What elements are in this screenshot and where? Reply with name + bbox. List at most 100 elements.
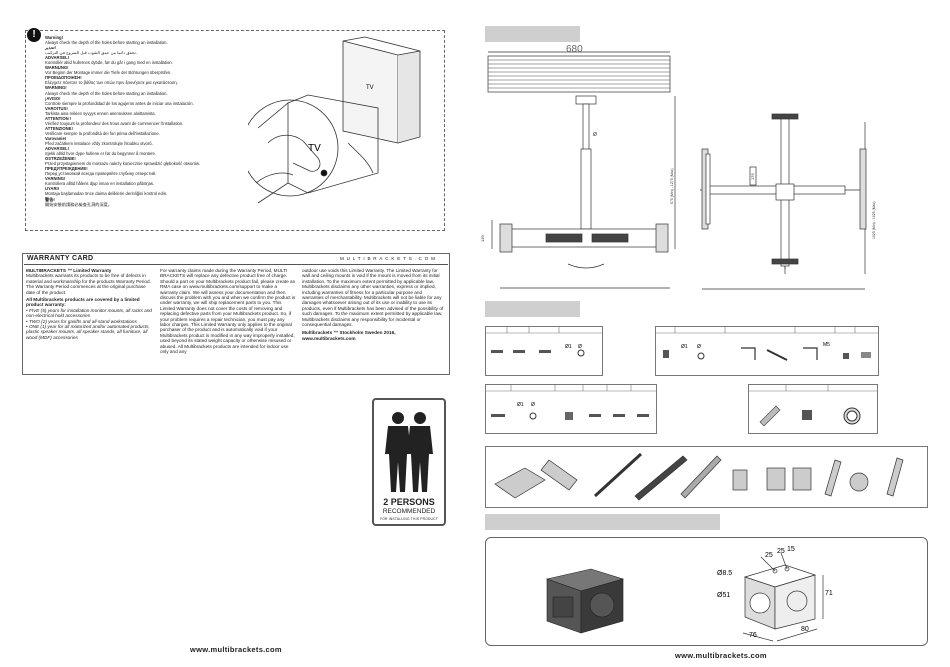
warning-heading: ΠΡΟΕΙΔΟΠΟΙΗΣΗ! xyxy=(45,75,82,81)
parts-table-1 xyxy=(485,326,603,376)
dim-76: 76 xyxy=(749,632,757,639)
warning-line: Kontrollér altid hullernes dybde, før du… xyxy=(45,60,173,66)
dim-80: 80 xyxy=(801,626,809,633)
warning-heading: WARNUNG! xyxy=(45,65,69,71)
two-persons-icon xyxy=(385,412,433,492)
tv-label-small: TV xyxy=(366,85,374,91)
warning-heading: Varovanie! xyxy=(45,135,67,141)
warning-heading: ADVARSEL! xyxy=(45,146,70,152)
persons-subtitle: RECOMMENDED xyxy=(382,508,436,515)
warning-line: Vérifiez toujours la profondeur des trou… xyxy=(45,120,184,126)
section-header-dimensions xyxy=(485,26,580,42)
two-persons-badge xyxy=(372,398,446,526)
warning-line: 開始安裝前請務必檢查孔洞的深度。 xyxy=(45,201,113,207)
warranty-paragraph: outdoor use voids this Limited Warranty.… xyxy=(302,268,444,328)
warning-heading: تحذير! xyxy=(45,45,56,51)
parts-table-4-icons xyxy=(748,384,878,427)
warranty-url: www.multibrackets.com xyxy=(302,335,356,341)
dimension-drawing: 680 139 675 (Min) - 1275 (Max) Ø 1025 (M… xyxy=(480,44,876,290)
parts-table-3 xyxy=(485,384,657,434)
divider xyxy=(24,264,448,265)
warning-line: Vor Beginn der Montage immer die Tiefe d… xyxy=(45,70,172,76)
section-header-parts xyxy=(485,301,580,317)
warning-line: Před začátkem instalace vždy zkontrolujt… xyxy=(45,140,153,146)
part-diameter-label: Ø xyxy=(697,344,701,350)
warning-heading: WARNING! xyxy=(45,85,67,91)
warning-heading: VAROITUS! xyxy=(45,105,68,111)
warning-heading: ATTENZIONE! xyxy=(45,125,73,131)
hardware-icons xyxy=(494,452,904,501)
warranty-bullet: • ONE (1) year for all motorized and/or … xyxy=(26,324,150,340)
height-range-left: 675 (Min) - 1275 (Max) xyxy=(670,168,674,204)
footer-url-right: www.multibrackets.com xyxy=(675,651,767,660)
dim-big-diameter: Ø51 xyxy=(717,592,730,599)
dim-25b: 25 xyxy=(777,548,785,555)
dim-hole-diameter: Ø8.5 xyxy=(717,570,732,577)
section-header-adapter xyxy=(485,514,720,530)
warning-line: Перед установкой всегда проверяйте глуби… xyxy=(45,171,157,177)
warning-heading: OSTRZEŻENIE! xyxy=(45,156,76,162)
parts-table-2 xyxy=(655,326,879,376)
width-dimension: 680 xyxy=(566,44,583,55)
warning-heading: ADVARSEL! xyxy=(45,55,70,61)
persons-caption: FOR INSTALLING THIS PRODUCT xyxy=(380,517,438,521)
parts-table-3-icons: Ø1 Ø xyxy=(485,384,657,420)
warning-line: Controle siempre la profundidad de los a… xyxy=(45,100,194,106)
warranty-column-2: For warranty claims made during the Warr… xyxy=(160,268,296,355)
height-range-right: 1025 (Min) - 1625 (Max) xyxy=(872,201,876,239)
persons-title: 2 PERSONS xyxy=(383,497,435,507)
warranty-card xyxy=(22,253,450,375)
warning-line: Always check the depth of the holes befo… xyxy=(45,90,168,96)
warranty-title: WARRANTY CARD xyxy=(27,255,94,262)
warning-line: Montaja başlamadan önce daima deliklerin… xyxy=(45,191,168,197)
warning-box xyxy=(25,30,445,231)
warranty-column-3: outdoor use voids this Limited Warranty.… xyxy=(302,268,444,341)
warning-heading: VARNING! xyxy=(45,176,66,182)
warning-heading: ATTENTION ! xyxy=(45,115,72,121)
dim-25a: 25 xyxy=(765,552,773,559)
warning-heading: ¡AVISO! xyxy=(45,95,61,101)
warranty-column-1: MULTIBRACKETS ™ Limited Warranty Multibr… xyxy=(26,268,156,340)
warning-line: Kontrollera alltid hålens djup innan en … xyxy=(45,181,155,187)
warning-line: Always check the depth of the holes befo… xyxy=(45,40,168,46)
parts-table-2-icons: Ø1 Ø M5 xyxy=(655,326,879,361)
warning-line: Przed przystąpieniem do montażu należy k… xyxy=(45,161,201,167)
warranty-bullet: • TWO (2) years for gasifts and all-stan… xyxy=(26,318,137,324)
warning-heading: Warning! xyxy=(45,35,63,40)
warning-heading: UYARI! xyxy=(45,186,60,192)
tv-label-large: TV xyxy=(308,143,321,154)
warning-line: تحقق دائما من عمق الثقوب قبل الشروع في ا… xyxy=(45,50,137,56)
warning-line: Verificare sempre la profondità dei fori… xyxy=(45,130,160,136)
adapter-box xyxy=(485,537,928,646)
footer-url-left: www.multibrackets.com xyxy=(190,645,282,654)
part-diameter-label: Ø1 xyxy=(517,402,524,408)
hole-depth-illustration: TV TV xyxy=(248,36,421,204)
warranty-heading: MULTIBRACKETS ™ Limited Warranty xyxy=(26,268,112,273)
warranty-bullet: • FIVE (5) years for installation monito… xyxy=(26,307,152,319)
parts-table-1-icons: Ø1 Ø xyxy=(485,326,603,357)
part-diameter-label: Ø1 xyxy=(681,344,688,350)
mid-dimension: 176 xyxy=(750,173,755,180)
adapter-drawing: 25 25 15 Ø8.5 Ø51 71 76 80 xyxy=(545,546,833,642)
dim-71: 71 xyxy=(825,590,833,597)
part-diameter-label: Ø xyxy=(531,402,535,408)
hardware-strip xyxy=(485,446,928,508)
warning-line: Tarkista aina reikien syvyys ennen asenn… xyxy=(45,110,156,116)
diameter-label: Ø xyxy=(593,132,597,138)
warning-heading: ПРЕДУПРЕЖДЕНИЕ! xyxy=(45,166,88,172)
warning-text-list: Warning!Always check the depth of the ho… xyxy=(45,35,245,207)
exclamation-icon: ! xyxy=(27,28,41,42)
warning-line: Sjekk alltid hvor dype hullene er før du… xyxy=(45,151,157,157)
part-diameter-label: Ø xyxy=(578,344,582,350)
warning-line: Ελέγχετε πάντοτε το βάθος των οπών πριν … xyxy=(45,80,178,86)
warning-heading: 警告! xyxy=(45,196,55,202)
warranty-brand: MULTIBRACKETS.COM xyxy=(340,256,438,261)
parts-table-4 xyxy=(748,384,878,434)
dim-15: 15 xyxy=(787,546,795,553)
left-dimension: 139 xyxy=(480,235,485,242)
part-size-label: M5 xyxy=(823,342,830,348)
part-diameter-label: Ø1 xyxy=(565,344,572,350)
warranty-signoff: Multibrackets ™ Stockholm Sweden 2016, xyxy=(302,330,396,336)
warranty-paragraph: All Multibrackets products are covered b… xyxy=(26,297,140,308)
warranty-paragraph: Multibrackets warrants its products to b… xyxy=(26,273,151,295)
